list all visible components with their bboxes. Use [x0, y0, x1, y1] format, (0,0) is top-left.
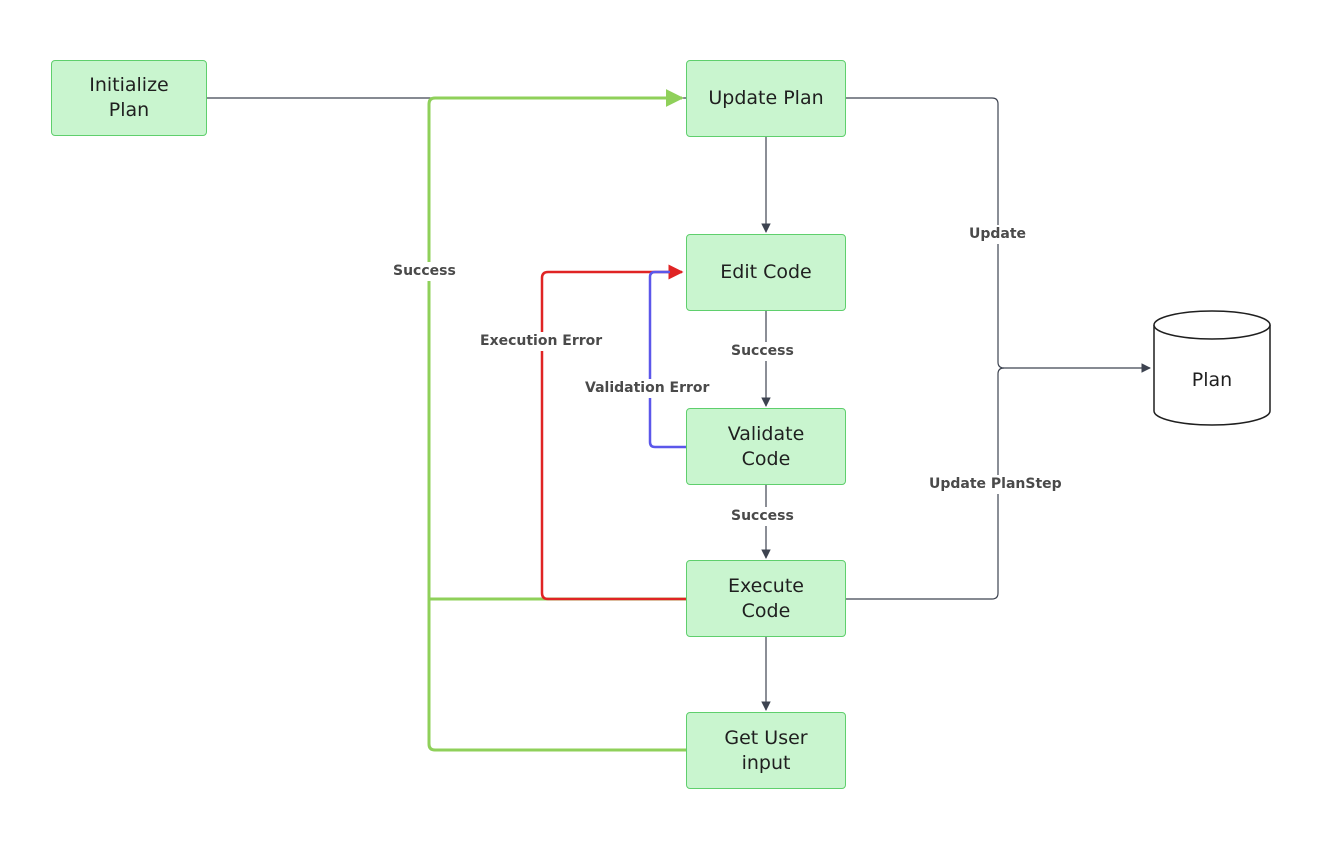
- label-validate-to-execute-success: Success: [729, 507, 796, 526]
- node-initialize-plan[interactable]: Initialize Plan: [51, 60, 207, 136]
- connector-execute-to-datastore: [846, 367, 1005, 600]
- plan-datastore: [1153, 310, 1271, 426]
- node-initialize-plan-line-2: Plan: [108, 99, 150, 121]
- node-initialize-plan-line-1: Initialize: [89, 74, 169, 97]
- connector-success-loop: [427, 89, 686, 752]
- node-execute-code-line-2: Code: [741, 599, 791, 622]
- node-execute-code[interactable]: Execute Code: [686, 560, 846, 637]
- label-validation-error: Validation Error: [583, 379, 712, 398]
- node-update-plan[interactable]: Update Plan: [686, 60, 846, 137]
- node-get-user-input[interactable]: Get User input: [686, 712, 846, 789]
- label-update: Update: [967, 225, 1029, 244]
- label-execution-error: Execution Error: [478, 332, 605, 351]
- node-update-plan-label: Update Plan: [708, 87, 824, 110]
- label-success-loop: Success: [391, 262, 458, 281]
- node-validate-code[interactable]: Validate Code: [686, 408, 846, 485]
- node-get-user-input-line-2: input: [741, 751, 791, 774]
- label-edit-to-validate-success: Success: [729, 342, 796, 361]
- node-edit-code[interactable]: Edit Code: [686, 234, 846, 311]
- connector-validation-error: [648, 270, 686, 449]
- node-get-user-input-line-1: Get User: [724, 726, 808, 749]
- plan-datastore-label: Plan: [1191, 369, 1233, 391]
- node-validate-code-line-1: Validate: [727, 422, 805, 445]
- node-edit-code-label: Edit Code: [720, 261, 812, 284]
- label-update-plan-step: Update PlanStep: [927, 475, 1064, 494]
- node-execute-code-line-1: Execute: [728, 574, 804, 597]
- connector-execution-error: [540, 264, 686, 601]
- node-validate-code-line-2: Code: [741, 447, 791, 470]
